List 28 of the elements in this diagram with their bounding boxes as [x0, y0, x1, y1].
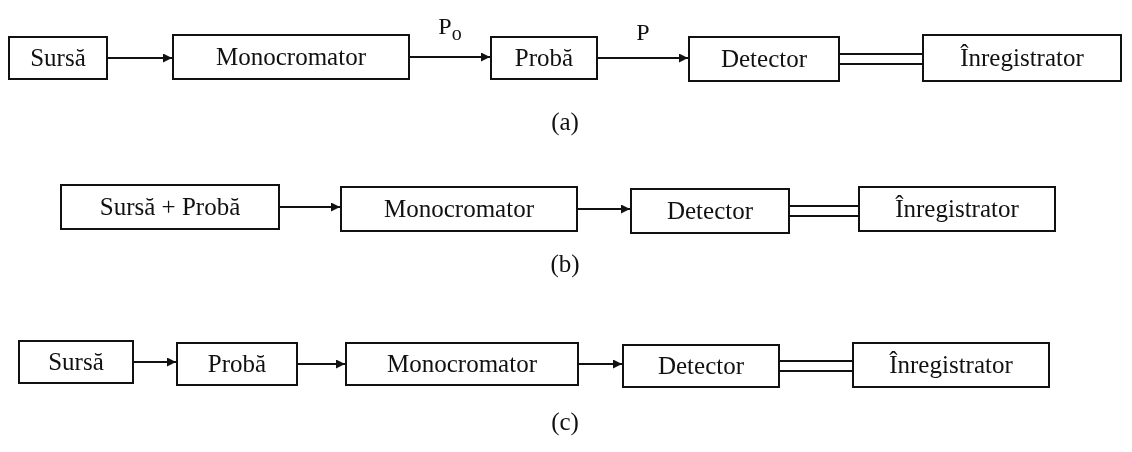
process-box: Detector	[688, 36, 840, 82]
caption: (a)	[551, 108, 579, 136]
process-box: Monocromator	[340, 186, 578, 232]
arrow	[133, 357, 177, 367]
caption: (c)	[551, 408, 579, 436]
arrow	[279, 202, 341, 212]
process-box: Probă	[490, 36, 598, 80]
caption: (b)	[550, 250, 580, 278]
process-box: Înregistrator	[922, 34, 1122, 82]
arrow	[779, 360, 853, 372]
process-box: Înregistrator	[852, 342, 1050, 388]
process-box: Probă	[176, 342, 298, 386]
arrow	[789, 205, 859, 217]
arrow	[597, 53, 689, 63]
process-box: Sursă + Probă	[60, 184, 280, 230]
process-box: Detector	[630, 188, 790, 234]
process-box: Sursă	[18, 340, 134, 384]
arrow	[107, 53, 173, 63]
arrow	[409, 52, 491, 62]
process-box: Monocromator	[172, 34, 410, 80]
process-box: Detector	[622, 344, 780, 388]
arrow	[578, 359, 623, 369]
arrow	[577, 204, 631, 214]
arrow	[297, 359, 346, 369]
arrow	[839, 53, 923, 65]
process-box: Monocromator	[345, 342, 579, 386]
process-box: Înregistrator	[858, 186, 1056, 232]
process-box: Sursă	[8, 36, 108, 80]
